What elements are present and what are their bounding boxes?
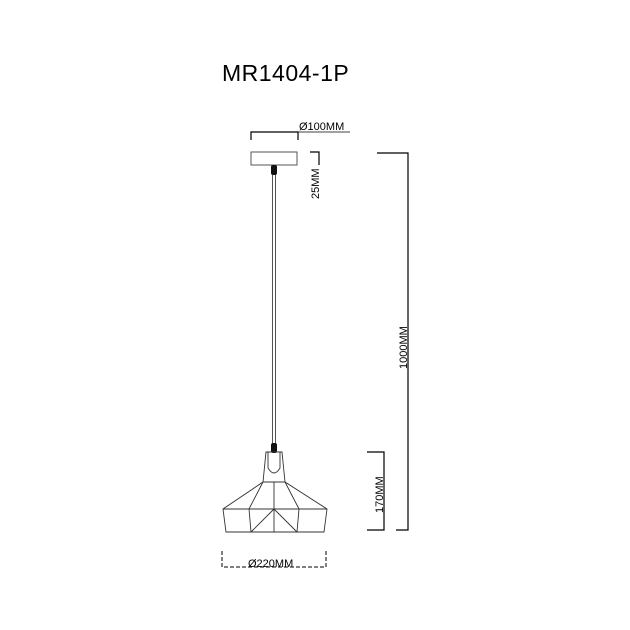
cord-grip-bottom [271,443,277,453]
canopy-diameter-dimension: Ø100MM [250,121,350,140]
canopy-diameter-label: Ø100MM [299,121,344,133]
canopy [250,151,298,166]
shade-diameter-label: Ø220MM [248,558,293,570]
total-height-dimension: 1000MM [377,152,410,531]
shade-height-label: 170MM [374,476,386,513]
shade-height-dimension: 170MM [367,451,386,531]
cord-grip-top [271,165,277,175]
canopy-height-label: 25MM [310,168,322,199]
total-height-label: 1000MM [398,326,410,369]
lamp-shade [222,451,328,533]
shade-diameter-dimension: Ø220MM [221,551,327,570]
model-title: MR1404-1P [222,60,350,86]
canopy-height-dimension: 25MM [310,151,322,199]
